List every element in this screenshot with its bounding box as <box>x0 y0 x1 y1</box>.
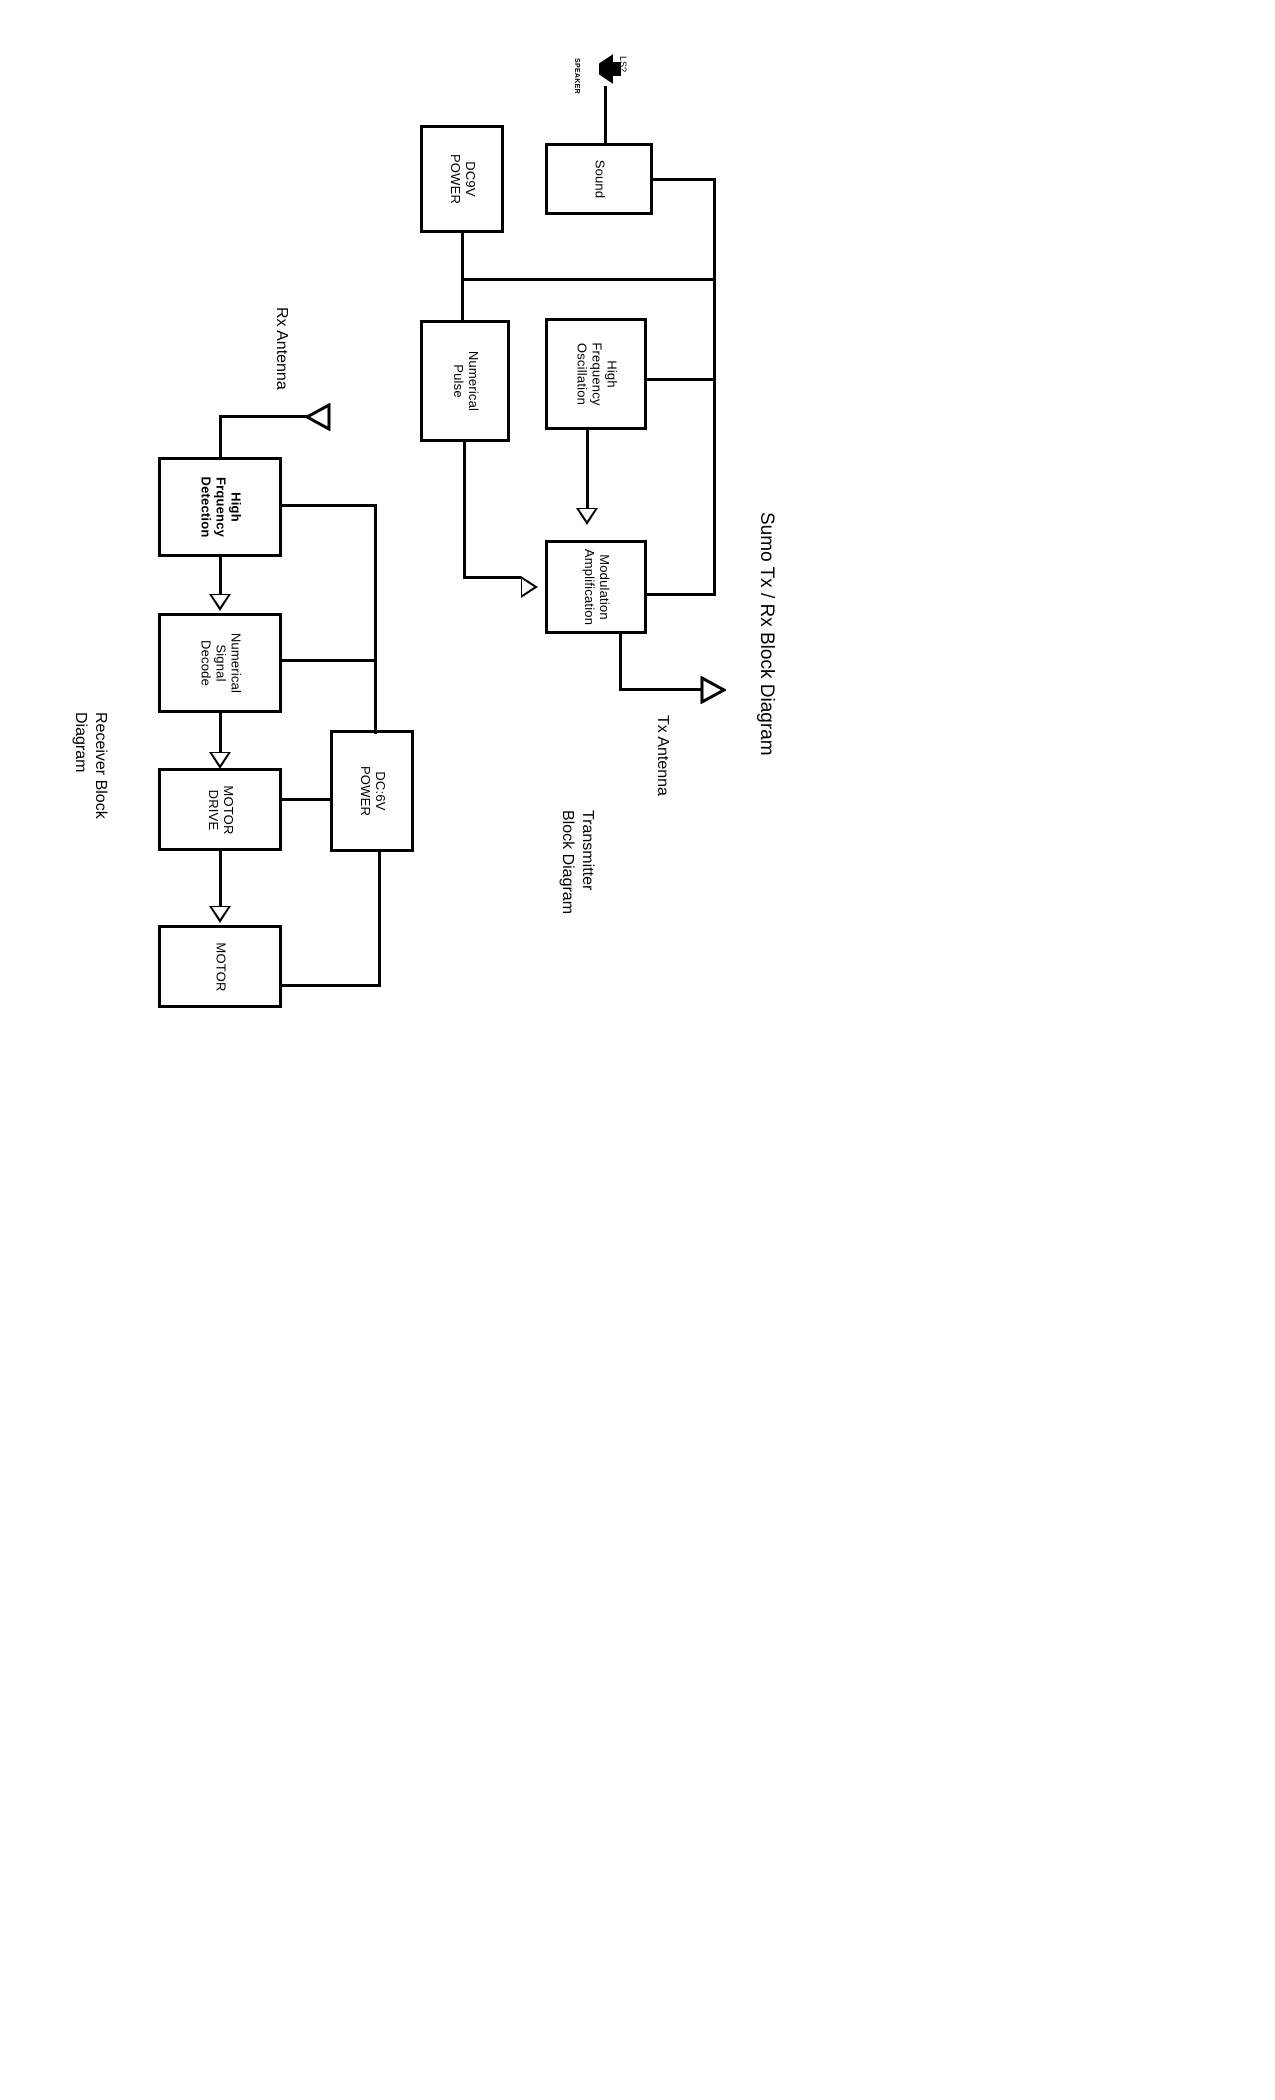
transmitter-caption: Transmitter Block Diagram <box>559 810 596 915</box>
tx-antenna-label: Tx Antenna <box>654 715 671 796</box>
block-label: Modulation Amplification <box>582 548 612 626</box>
wire-right-bus <box>713 278 716 596</box>
block-label: DC9V POWER <box>448 153 478 205</box>
wire-power-bus <box>461 278 716 281</box>
block-label: MOTOR <box>213 941 229 992</box>
wire-rx-antenna <box>219 415 309 418</box>
wire-numdec-to-motordrive <box>219 711 222 755</box>
wire-numerical-to-modamp <box>463 576 521 579</box>
block-motor: MOTOR <box>158 925 282 1008</box>
wire-dc6v-bus-up <box>374 506 377 734</box>
block-label: Sound <box>592 159 608 199</box>
block-label: High Frequency Oscillation <box>574 342 620 406</box>
arrow-hfdet-to-numdec <box>209 594 231 611</box>
rx-antenna-icon <box>305 403 331 431</box>
wire-modamp-down <box>619 632 622 690</box>
arrow-numerical-to-modamp <box>521 576 538 598</box>
wire-bus-to-hfdet <box>281 504 377 507</box>
speaker-label: SPEAKER <box>573 58 580 94</box>
receiver-caption: Receiver Block Diagram <box>72 712 109 819</box>
arrow-numdec-to-motordrive <box>209 752 231 769</box>
block-label: Numerical Pulse <box>451 350 481 412</box>
wire-modamp-to-antenna <box>619 688 701 691</box>
arrow-hfosc-to-modamp <box>576 508 598 525</box>
block-numerical-signal-decode: Numerical Signal Decode <box>158 613 282 713</box>
wire-bus-to-hfosc <box>645 378 715 381</box>
block-numerical-pulse: Numerical Pulse <box>420 320 510 442</box>
wire-power-bus-to-sound <box>713 178 716 280</box>
tx-antenna-icon <box>700 676 726 704</box>
wire-bus-to-modamp <box>645 593 715 596</box>
wire-numerical-down <box>463 440 466 578</box>
wire-rx-antenna-down <box>219 415 222 460</box>
speaker-designator: LS? <box>618 56 628 73</box>
speaker-icon <box>586 52 628 86</box>
block-sound: Sound <box>545 143 653 215</box>
wire-dc6v-to-motor <box>281 984 381 987</box>
wire-dc6v-to-motordrive <box>281 798 333 801</box>
wire-sound-right <box>650 178 716 181</box>
block-dc6v-power: DC:6V POWER <box>330 730 414 852</box>
block-high-frequency-oscillation: High Frequency Oscillation <box>545 318 647 430</box>
block-high-frequency-detection: High Frquency Detection <box>158 457 282 557</box>
block-modulation-amplification: Modulation Amplification <box>545 540 647 634</box>
block-label: DC:6V POWER <box>358 765 388 817</box>
wire-hfdet-to-numdec <box>219 555 222 597</box>
arrow-motordrive-to-motor <box>209 906 231 923</box>
speaker-lead <box>604 86 607 143</box>
block-label: High Frquency Detection <box>198 476 244 538</box>
wire-dc9v-down <box>461 231 464 281</box>
page-title: Sumo Tx / Rx Block Diagram <box>756 512 777 756</box>
block-dc9v-power: DC9V POWER <box>420 125 504 233</box>
wire-hfosc-to-modamp <box>586 430 589 512</box>
rx-antenna-label: Rx Antenna <box>273 307 290 390</box>
wire-dc6v-down-to-motor <box>378 850 381 986</box>
block-label: Numerical Signal Decode <box>198 632 244 694</box>
wire-dc9v-to-numerical <box>461 278 464 323</box>
block-label: MOTOR DRIVE <box>206 784 236 835</box>
wire-motordrive-to-motor <box>219 849 222 909</box>
wire-bus-to-numdec <box>281 659 377 662</box>
block-motor-drive: MOTOR DRIVE <box>158 768 282 851</box>
